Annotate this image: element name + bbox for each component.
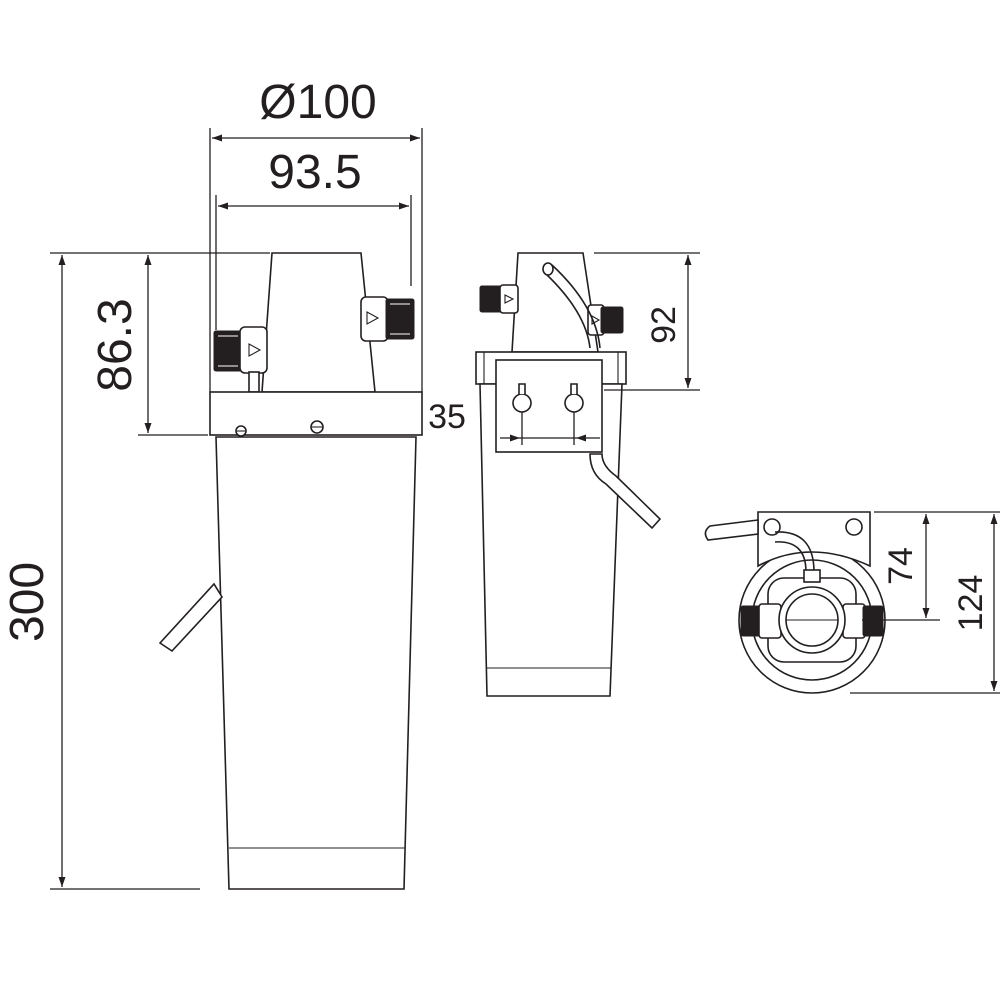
side-dimensions: 35 92 <box>428 252 700 445</box>
top-hose <box>774 531 815 573</box>
side-right-fitting <box>587 304 624 336</box>
front-left-fitting <box>213 326 268 393</box>
top-view <box>704 511 886 694</box>
side-drain-pipe <box>589 453 662 530</box>
front-drain-pipe <box>158 582 223 653</box>
front-body <box>215 436 417 890</box>
top-bracket-plate <box>757 511 871 568</box>
dim-top-depth-inner: 74 <box>882 547 920 585</box>
dim-head-height: 86.3 <box>89 298 142 391</box>
front-view <box>158 252 423 890</box>
dim-top-depth-outer: 124 <box>952 575 990 632</box>
side-hose <box>544 272 591 349</box>
top-left-fitting <box>740 605 762 637</box>
dim-total-height: 300 <box>1 562 54 642</box>
front-head-cone <box>261 252 376 393</box>
front-dimensions: Ø100 93.5 86.3 300 <box>1 76 423 890</box>
top-drain-pipe <box>704 519 759 541</box>
side-left-fitting <box>479 284 519 314</box>
front-right-fitting <box>360 296 415 342</box>
keyhole-right <box>564 383 584 413</box>
dim-side-head-height: 92 <box>645 306 683 344</box>
dim-outer-diameter: Ø100 <box>259 76 376 129</box>
dim-inner-width: 93.5 <box>268 146 361 199</box>
top-right-fitting <box>842 603 866 639</box>
dim-bracket-hole-spacing: 35 <box>428 398 466 436</box>
top-dimensions: 74 124 <box>850 511 1000 694</box>
side-view <box>475 252 662 697</box>
